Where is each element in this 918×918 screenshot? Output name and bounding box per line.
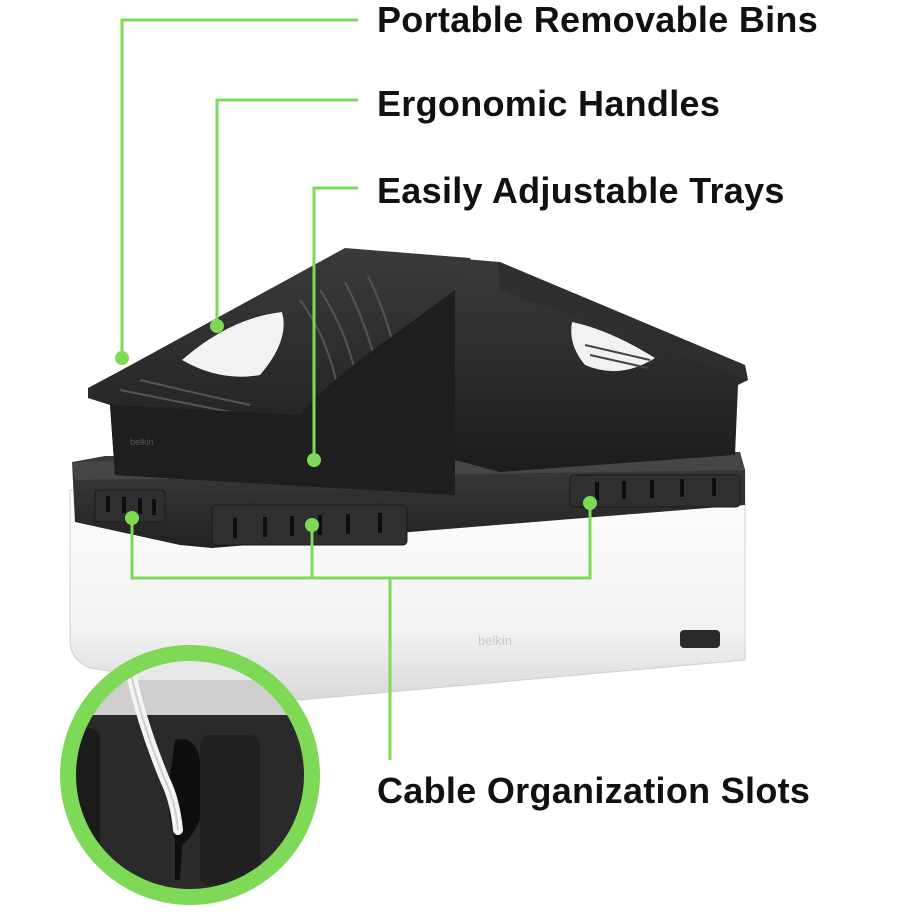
base-logo: belkin <box>478 633 512 648</box>
callout-adjustable-trays: Easily Adjustable Trays <box>377 170 785 211</box>
green-dot-icon <box>583 496 597 510</box>
green-dot-icon <box>115 351 129 365</box>
green-dot-icon <box>305 518 319 532</box>
green-dot-icon <box>307 453 321 467</box>
callout-dots <box>115 319 597 532</box>
callout-portable-bins: Portable Removable Bins <box>377 0 819 40</box>
green-dot-icon <box>210 319 224 333</box>
svg-text:belkin: belkin <box>130 437 154 447</box>
green-dot-icon <box>125 511 139 525</box>
left-bin: belkin <box>88 248 475 495</box>
callout-lines <box>120 18 592 760</box>
callout-ergonomic-handles: Ergonomic Handles <box>377 83 721 124</box>
zoom-detail <box>60 645 320 905</box>
callout-cable-slots: Cable Organization Slots <box>377 770 811 811</box>
right-bin <box>452 258 748 472</box>
